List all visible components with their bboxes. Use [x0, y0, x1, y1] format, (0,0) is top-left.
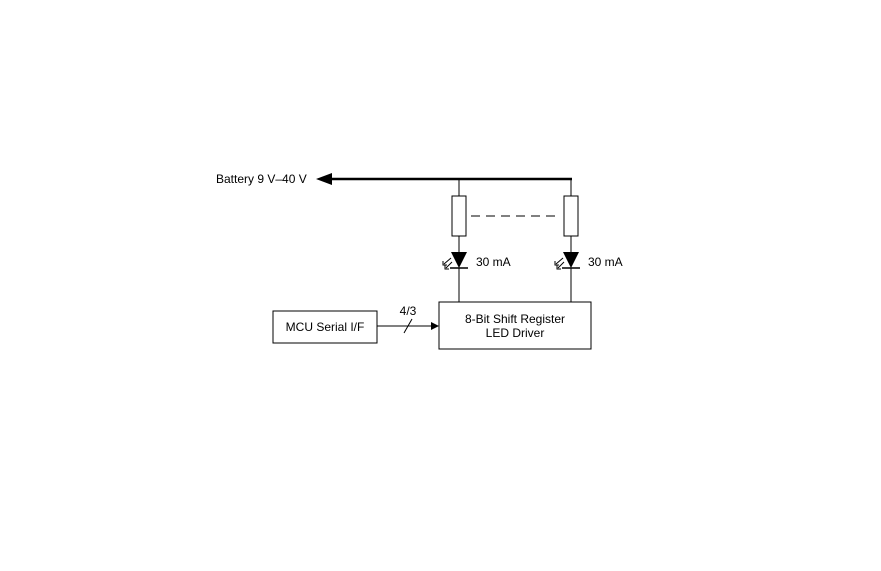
shift-register-driver-block	[438, 301, 592, 350]
led-right-current: 30 mA	[588, 255, 623, 269]
led-left-icon	[451, 252, 467, 268]
battery-rail	[316, 173, 572, 185]
driver-label-line1: 8-Bit Shift Register	[465, 312, 565, 326]
led-left-current: 30 mA	[476, 255, 511, 269]
resistor-left	[451, 195, 467, 237]
battery-arrow-icon	[316, 173, 332, 185]
bus-width-label: 4/3	[400, 304, 417, 318]
battery-label: Battery 9 V–40 V	[216, 172, 307, 186]
left-led-branch	[442, 179, 468, 302]
resistor-right	[563, 195, 579, 237]
led-right-icon	[563, 252, 579, 268]
driver-label-line2: LED Driver	[486, 326, 545, 340]
mcu-block	[272, 310, 378, 344]
led-right-emission-icon	[554, 257, 565, 270]
mcu-label: MCU Serial I/F	[286, 320, 365, 334]
right-led-branch	[554, 179, 580, 302]
bus-slash-mark	[403, 318, 413, 334]
led-left-emission-icon	[442, 257, 453, 270]
